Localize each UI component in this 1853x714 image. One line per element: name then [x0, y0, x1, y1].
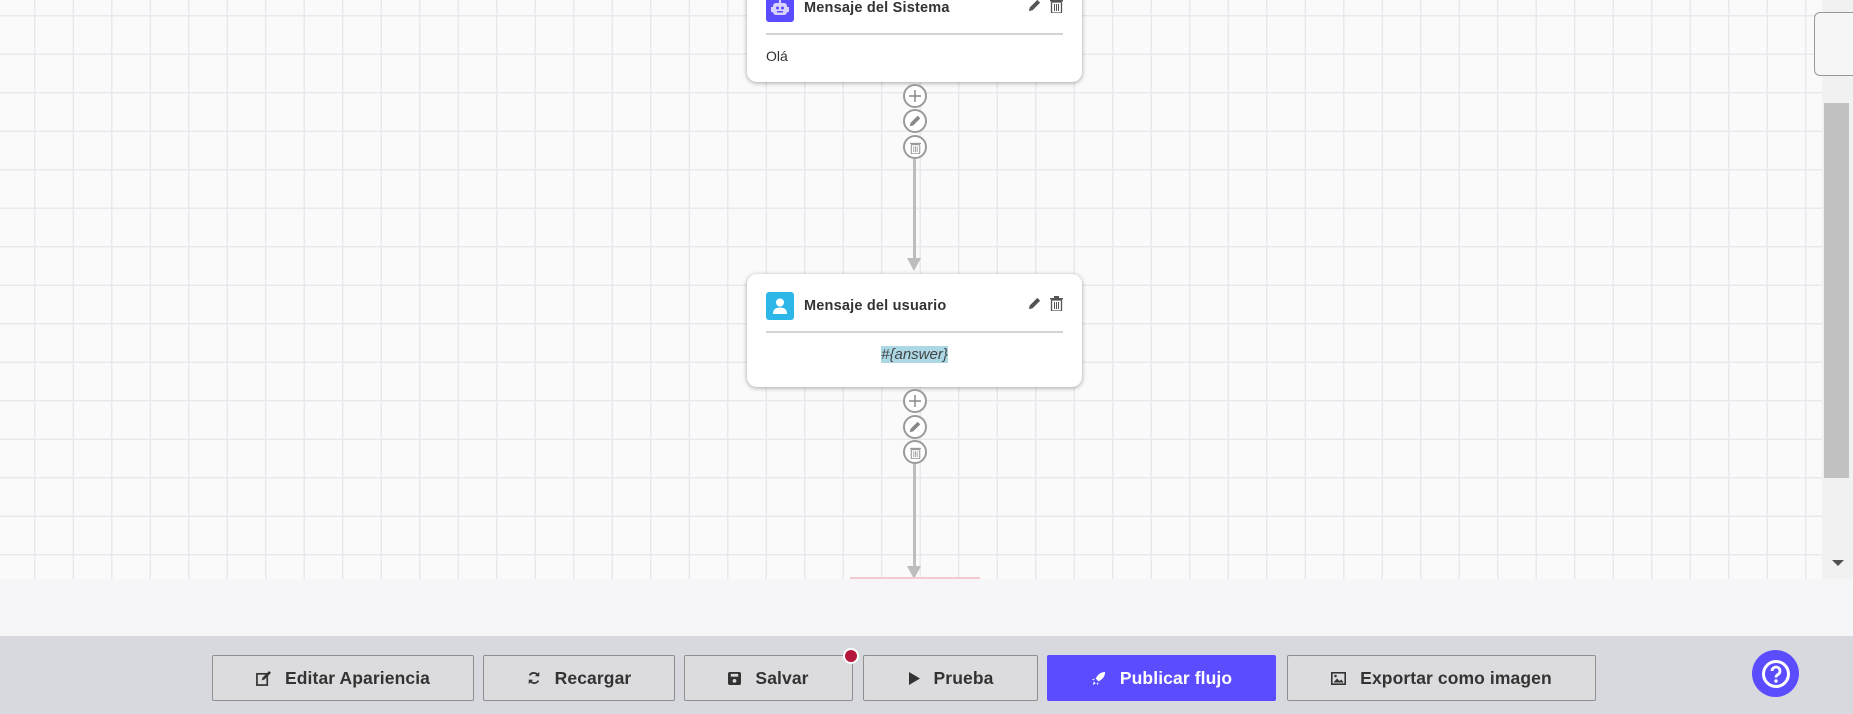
node-content: #{answer}	[881, 346, 948, 363]
unsaved-changes-indicator	[843, 648, 859, 664]
user-icon	[766, 292, 794, 320]
flow-canvas[interactable]: Mensaje del Sistema Olá Mensaje del usua…	[0, 0, 1822, 579]
connector-line	[913, 464, 916, 568]
rocket-icon	[1091, 671, 1105, 685]
delete-connection-button[interactable]	[903, 135, 927, 159]
divider	[766, 33, 1063, 35]
edit-appearance-button[interactable]: Editar Apariencia	[212, 655, 474, 701]
pencil-icon[interactable]	[1027, 296, 1042, 316]
reload-button[interactable]: Recargar	[483, 655, 675, 701]
trash-icon[interactable]	[1050, 296, 1063, 316]
divider	[766, 331, 1063, 333]
connector-line	[913, 159, 916, 259]
help-button[interactable]	[1752, 650, 1799, 697]
refresh-icon	[528, 671, 539, 685]
node-user-message[interactable]: Mensaje del usuario #{answer}	[747, 274, 1082, 387]
trash-icon[interactable]	[1050, 0, 1063, 18]
edit-connection-button[interactable]	[903, 415, 927, 439]
question-circle-icon	[1761, 659, 1790, 688]
edit-icon	[256, 670, 271, 686]
minimap-panel[interactable]	[1814, 12, 1853, 76]
play-icon	[908, 671, 920, 685]
arrow-down-icon	[907, 566, 921, 579]
node-title: Mensaje del Sistema	[804, 0, 950, 16]
edit-connection-button[interactable]	[903, 109, 927, 133]
add-node-button[interactable]	[903, 84, 927, 108]
arrow-down-icon	[907, 258, 921, 271]
test-button[interactable]: Prueba	[863, 655, 1038, 701]
node-title: Mensaje del usuario	[804, 298, 947, 314]
delete-connection-button[interactable]	[903, 440, 927, 464]
pencil-icon[interactable]	[1027, 0, 1042, 18]
export-image-button[interactable]: Exportar como imagen	[1287, 655, 1596, 701]
bottom-toolbar: Editar Apariencia Recargar Salvar Prueba…	[0, 636, 1853, 714]
image-icon	[1331, 671, 1347, 685]
add-node-button[interactable]	[903, 389, 927, 413]
node-system-message[interactable]: Mensaje del Sistema Olá	[747, 0, 1082, 82]
next-node-edge	[850, 577, 980, 579]
save-icon	[728, 671, 742, 685]
scrollbar-thumb[interactable]	[1824, 103, 1849, 478]
robot-icon	[766, 0, 794, 22]
publish-flow-button[interactable]: Publicar flujo	[1047, 655, 1276, 701]
save-button[interactable]: Salvar	[684, 655, 853, 701]
node-content: Olá	[766, 48, 788, 64]
scroll-down-icon[interactable]	[1832, 560, 1844, 566]
